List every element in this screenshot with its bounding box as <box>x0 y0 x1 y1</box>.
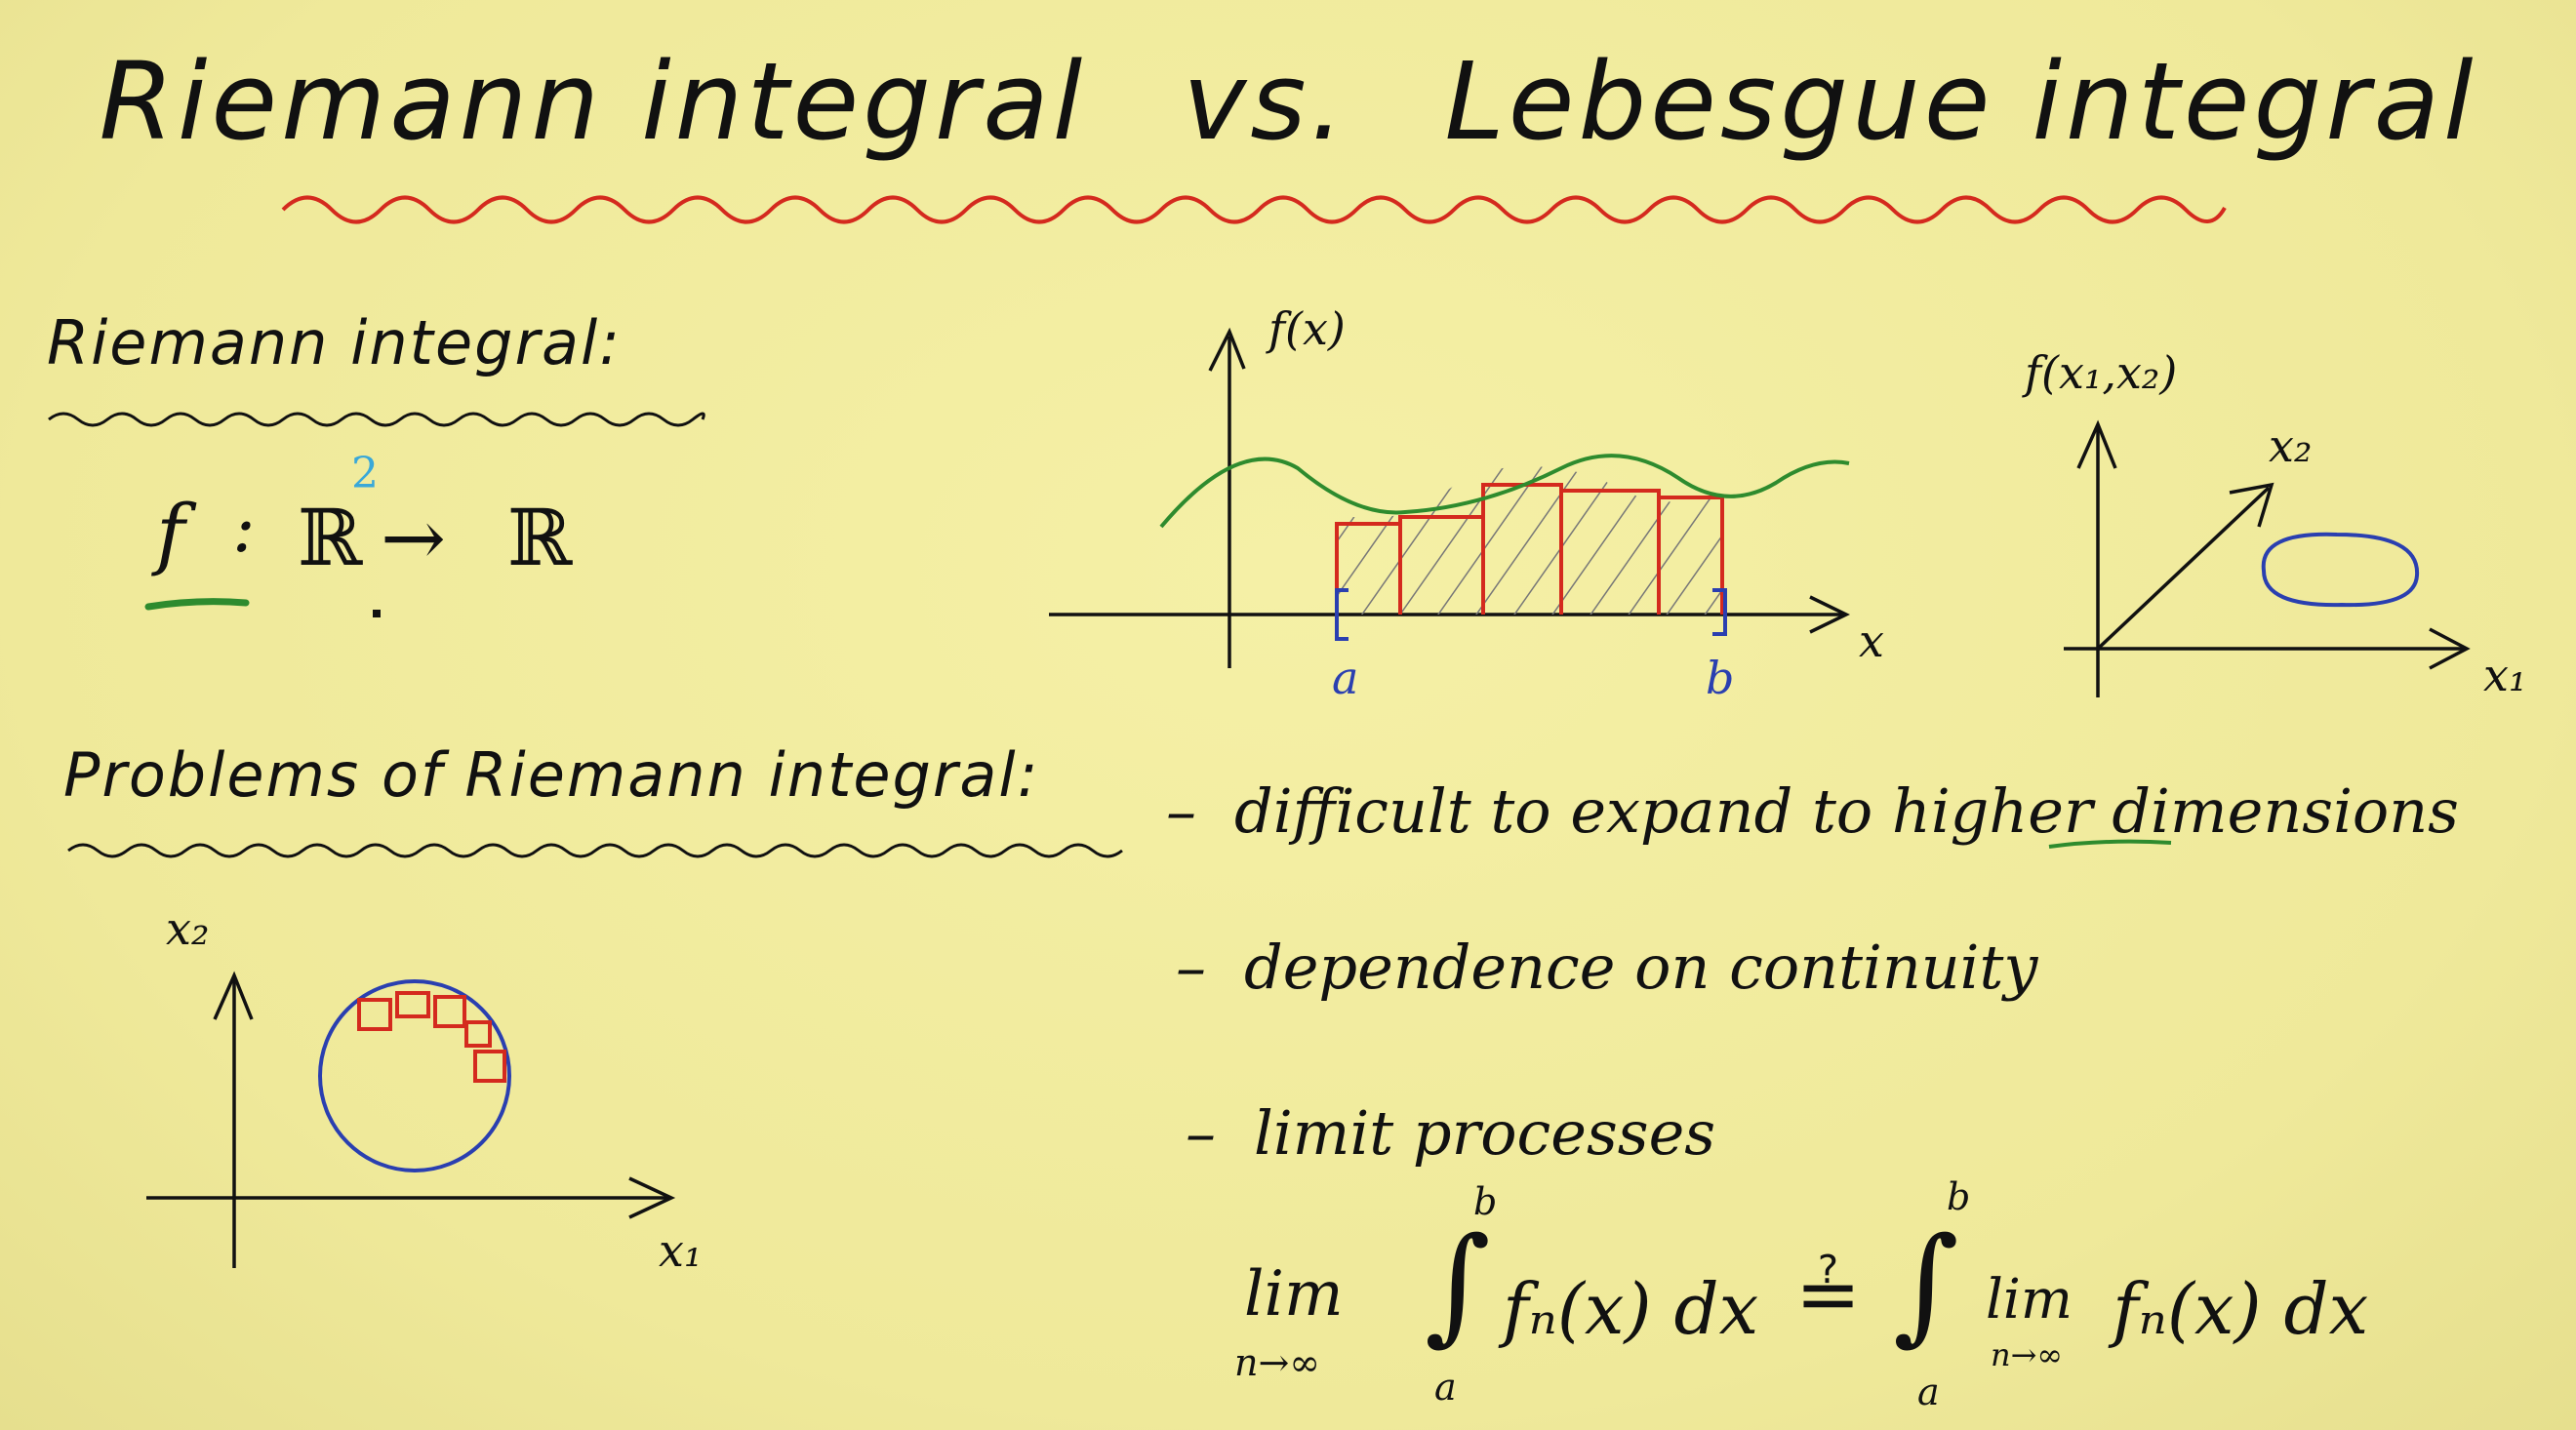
bullet-dash: – <box>1186 1097 1216 1169</box>
bracket-a <box>1335 588 1348 641</box>
formula-integrand-left: fₙ(x) dx <box>1503 1268 1759 1350</box>
graph2d-z-label: f(x₁,x₂) <box>2025 346 2178 399</box>
page-title: Riemann integral vs. Lebesgue integral <box>0 39 2576 164</box>
riemann-heading-underline <box>48 412 705 427</box>
mapping-arrow: → <box>381 493 447 583</box>
graph1d-x-label: x <box>1859 615 1884 667</box>
bullet-1: –difficult to expand to higher dimension… <box>1166 775 2459 847</box>
bullet-dash: – <box>1166 775 1196 847</box>
f-underline <box>144 598 250 611</box>
title-vs: vs. <box>1183 39 1348 164</box>
formula-upper-right: b <box>1947 1175 1971 1218</box>
circleplot-x-label: x₁ <box>659 1224 703 1277</box>
circleplot-y-label: x₂ <box>166 902 210 955</box>
mapping-dot <box>373 610 381 617</box>
formula-lim: lim <box>1244 1258 1344 1331</box>
mapping-colon: : <box>232 488 256 568</box>
bullet-dash: – <box>1176 932 1206 1003</box>
blue-region <box>2261 532 2420 608</box>
title-right: Lebesgue integral <box>1444 39 2477 164</box>
formula-lim-sub: n→∞ <box>1234 1341 1320 1384</box>
graph2d-x1-label: x₁ <box>2483 649 2527 701</box>
graph1d-y-label: f(x) <box>1268 302 1346 355</box>
bullet-2: –dependence on continuity <box>1176 932 2037 1003</box>
formula-question-eq: ≟ <box>1795 1249 1862 1339</box>
bullet-1-text: difficult to expand to higher dimensions <box>1234 775 2459 847</box>
problems-heading-underline <box>67 843 1123 858</box>
formula-integrand-right: fₙ(x) dx <box>2113 1268 2369 1350</box>
higher-underline <box>2048 839 2172 849</box>
bullet-3: –limit processes <box>1186 1097 1715 1169</box>
problems-heading: Problems of Riemann integral: <box>63 739 1040 811</box>
mapping-domain: ℝ <box>298 493 363 583</box>
bullet-3-text: limit processes <box>1254 1097 1716 1169</box>
title-underline <box>281 195 2227 224</box>
formula-inner-lim: lim <box>1986 1268 2073 1331</box>
graph1d-a-label: a <box>1332 652 1359 704</box>
mapping-power: 2 <box>351 449 379 498</box>
formula-inner-lim-sub: n→∞ <box>1991 1336 2064 1373</box>
graph2d-x2-label: x₂ <box>2269 419 2313 472</box>
formula-integral-right: ∫ <box>1893 1210 1959 1358</box>
bullet-2-text: dependence on continuity <box>1244 932 2038 1003</box>
formula-lower-right: a <box>1917 1370 1940 1413</box>
bracket-b <box>1712 588 1727 636</box>
formula-upper-left: b <box>1473 1180 1498 1223</box>
formula-integral-left: ∫ <box>1425 1210 1491 1358</box>
graph1d-b-label: b <box>1706 652 1735 704</box>
mapping-f: f <box>156 488 185 578</box>
riemann-heading: Riemann integral: <box>47 307 623 378</box>
red-squares <box>357 991 506 1083</box>
hatched-area <box>1337 466 1722 615</box>
blue-circle <box>318 979 511 1172</box>
mapping-codomain: ℝ <box>507 493 573 583</box>
title-left: Riemann integral <box>99 39 1087 164</box>
formula-lower-left: a <box>1434 1366 1457 1409</box>
function-curve <box>1159 454 1850 529</box>
